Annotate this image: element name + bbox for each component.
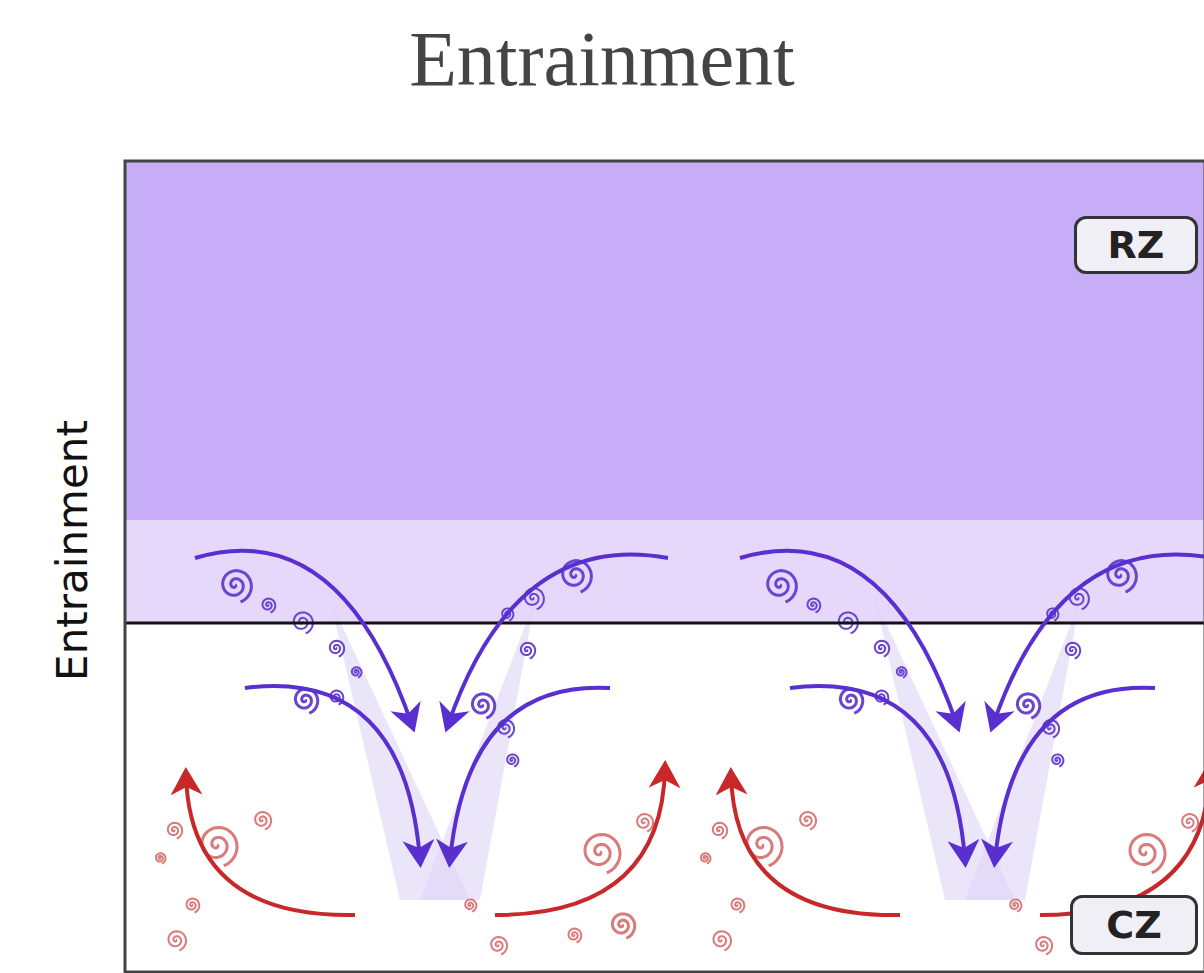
zone-label: CZ xyxy=(1106,903,1161,947)
plume-streaks xyxy=(330,600,1080,900)
downflow-arrow xyxy=(450,688,610,860)
eddy-spiral xyxy=(1130,834,1165,873)
eddy-spiral xyxy=(585,834,620,873)
eddy-spiral xyxy=(255,812,271,830)
upflow-arrow xyxy=(495,768,665,915)
plume-group xyxy=(186,551,668,915)
plume-group xyxy=(875,600,1080,900)
eddy-spiral xyxy=(1182,814,1198,832)
zone-tag: CZ xyxy=(1070,895,1198,955)
eddy-spiral xyxy=(1036,937,1052,955)
flow-arrows xyxy=(186,551,1204,915)
plume-group xyxy=(731,551,1204,915)
zone-tag: RZ xyxy=(1074,216,1198,274)
upflow-arrow xyxy=(186,775,355,915)
eddy-spiral xyxy=(465,899,476,911)
eddy-spiral xyxy=(714,931,732,950)
eddy-spiral xyxy=(808,599,821,613)
eddy-spiral xyxy=(187,899,200,913)
eddy-spiral xyxy=(169,931,187,950)
eddy-group xyxy=(156,561,653,955)
eddy-spiral xyxy=(768,571,797,603)
eddy-spiral xyxy=(521,643,535,659)
eddy-spiral xyxy=(202,827,237,866)
eddy-group xyxy=(701,561,1198,955)
eddy-spiral xyxy=(1052,754,1063,766)
eddy-spiral xyxy=(1066,643,1080,659)
overshoot-band xyxy=(124,520,1204,623)
eddy-spiral xyxy=(168,823,182,839)
eddy-spiral xyxy=(747,827,782,866)
downflow-arrow xyxy=(448,554,668,725)
diagram-title: Entrainment xyxy=(0,14,1204,104)
eddy-spiral xyxy=(897,667,907,678)
eddy-spiral xyxy=(713,823,727,839)
frame xyxy=(125,161,1204,972)
eddy-spiral xyxy=(352,667,362,678)
plume-streak xyxy=(965,600,1080,900)
eddy-spiral xyxy=(472,694,494,719)
eddies xyxy=(156,561,1198,955)
eddy-spiral xyxy=(223,571,252,603)
eddy-spiral xyxy=(732,899,745,913)
downflow-arrow xyxy=(993,554,1204,725)
downflow-arrow xyxy=(790,686,965,860)
plume-streak xyxy=(420,600,535,900)
downflow-arrow xyxy=(995,688,1155,860)
eddy-spiral xyxy=(156,853,166,864)
eddy-spiral xyxy=(1010,899,1021,911)
eddy-spiral xyxy=(612,914,634,939)
eddy-spiral xyxy=(1017,694,1039,719)
eddy-spiral xyxy=(637,814,653,832)
downflow-arrow xyxy=(740,551,957,725)
eddy-spiral xyxy=(330,641,344,657)
eddy-spiral xyxy=(263,599,276,613)
eddy-spiral xyxy=(875,641,889,657)
upflow-arrow xyxy=(1040,768,1204,915)
eddy-spiral xyxy=(701,853,711,864)
axis-label: Entrainment xyxy=(47,420,96,681)
eddy-spiral xyxy=(800,812,816,830)
zone-label: RZ xyxy=(1108,223,1165,267)
eddy-spiral xyxy=(569,929,582,943)
downflow-arrow xyxy=(245,686,420,860)
eddy-spiral xyxy=(491,937,507,955)
eddy-spiral xyxy=(507,754,518,766)
upflow-arrow xyxy=(731,775,900,915)
downflow-arrow xyxy=(195,551,412,725)
radiative-zone xyxy=(124,160,1204,520)
plume-group xyxy=(330,600,535,900)
